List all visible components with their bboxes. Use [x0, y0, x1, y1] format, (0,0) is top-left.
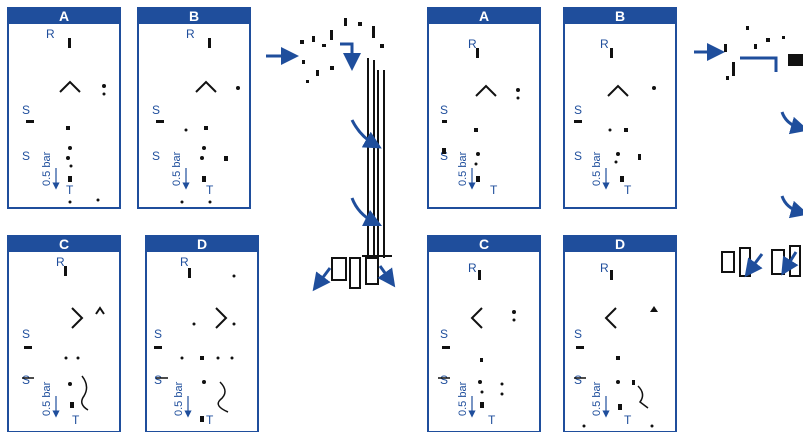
label-s-bottom: S	[574, 373, 582, 387]
panel-title: D	[197, 236, 207, 252]
label-r: R	[600, 37, 609, 51]
group1-panel-a: A R S S T 0.5 bar	[7, 7, 121, 209]
panel-title: B	[615, 8, 625, 24]
label-s-top: S	[22, 103, 30, 117]
label-r: R	[46, 27, 55, 41]
label-s-bottom: S	[152, 149, 160, 163]
label-s-bottom: S	[440, 149, 448, 163]
label-r: R	[468, 261, 477, 275]
label-s-top: S	[154, 327, 162, 341]
group2-actuator-schematic	[694, 26, 803, 278]
panel-title: D	[615, 236, 625, 252]
pressure-label: 0.5 bar	[591, 151, 603, 186]
label-t: T	[206, 413, 214, 427]
pressure-label: 0.5 bar	[171, 151, 183, 186]
label-r: R	[186, 27, 195, 41]
label-s-bottom: S	[574, 149, 582, 163]
valve-symbols	[26, 38, 106, 204]
label-t: T	[72, 413, 80, 427]
label-r: R	[600, 261, 609, 275]
pressure-label: 0.5 bar	[41, 151, 53, 186]
panel-title: C	[59, 236, 69, 252]
valve-symbols	[156, 38, 240, 204]
group1-panel-b: B R S S T 0.5 bar	[137, 7, 251, 209]
group2-panel-a: A R S S T 0.5 bar	[427, 7, 541, 209]
label-s-bottom: S	[22, 149, 30, 163]
valve-symbols	[438, 270, 516, 408]
panel-title: C	[479, 236, 489, 252]
base-blocks	[721, 245, 801, 277]
label-t: T	[624, 183, 632, 197]
label-t: T	[66, 183, 74, 197]
label-s-top: S	[440, 327, 448, 341]
valve-symbols	[154, 268, 236, 422]
group2-panel-d: D R S S T 0.5 bar	[563, 235, 677, 432]
label-s-top: S	[152, 103, 160, 117]
base-blocks	[331, 257, 379, 289]
label-s-top: S	[574, 103, 582, 117]
panel-title: A	[59, 8, 69, 24]
valve-symbols	[22, 266, 105, 411]
valve-symbols	[442, 48, 520, 182]
label-r: R	[180, 255, 189, 269]
valve-symbols	[574, 48, 656, 182]
group2-panel-c: C R S S T 0.5 bar	[427, 235, 541, 432]
valve-symbols	[574, 270, 658, 428]
label-t: T	[488, 413, 496, 427]
panel-title: B	[189, 8, 199, 24]
panel-title: A	[479, 8, 489, 24]
group1-panel-c: C R S S T 0.5 bar	[7, 235, 121, 432]
pressure-label: 0.5 bar	[457, 151, 469, 186]
label-s-top: S	[574, 327, 582, 341]
schematic-dots	[724, 26, 785, 80]
label-s-top: S	[22, 327, 30, 341]
label-t: T	[490, 183, 498, 197]
pressure-label: 0.5 bar	[457, 381, 469, 416]
label-s-bottom: S	[154, 373, 162, 387]
pressure-label: 0.5 bar	[173, 381, 185, 416]
pressure-label: 0.5 bar	[591, 381, 603, 416]
schematic-dots	[300, 18, 384, 83]
label-t: T	[206, 183, 214, 197]
label-r: R	[56, 255, 65, 269]
label-s-bottom: S	[440, 373, 448, 387]
group1-panel-d: D R S S T 0.5 bar	[145, 235, 259, 432]
group2-panel-b: B R S S T 0.5 bar	[563, 7, 677, 209]
label-s-top: S	[440, 103, 448, 117]
label-s-bottom: S	[22, 373, 30, 387]
pressure-label: 0.5 bar	[41, 381, 53, 416]
label-r: R	[468, 37, 477, 51]
group1-actuator-schematic	[266, 18, 396, 292]
label-t: T	[624, 413, 632, 427]
